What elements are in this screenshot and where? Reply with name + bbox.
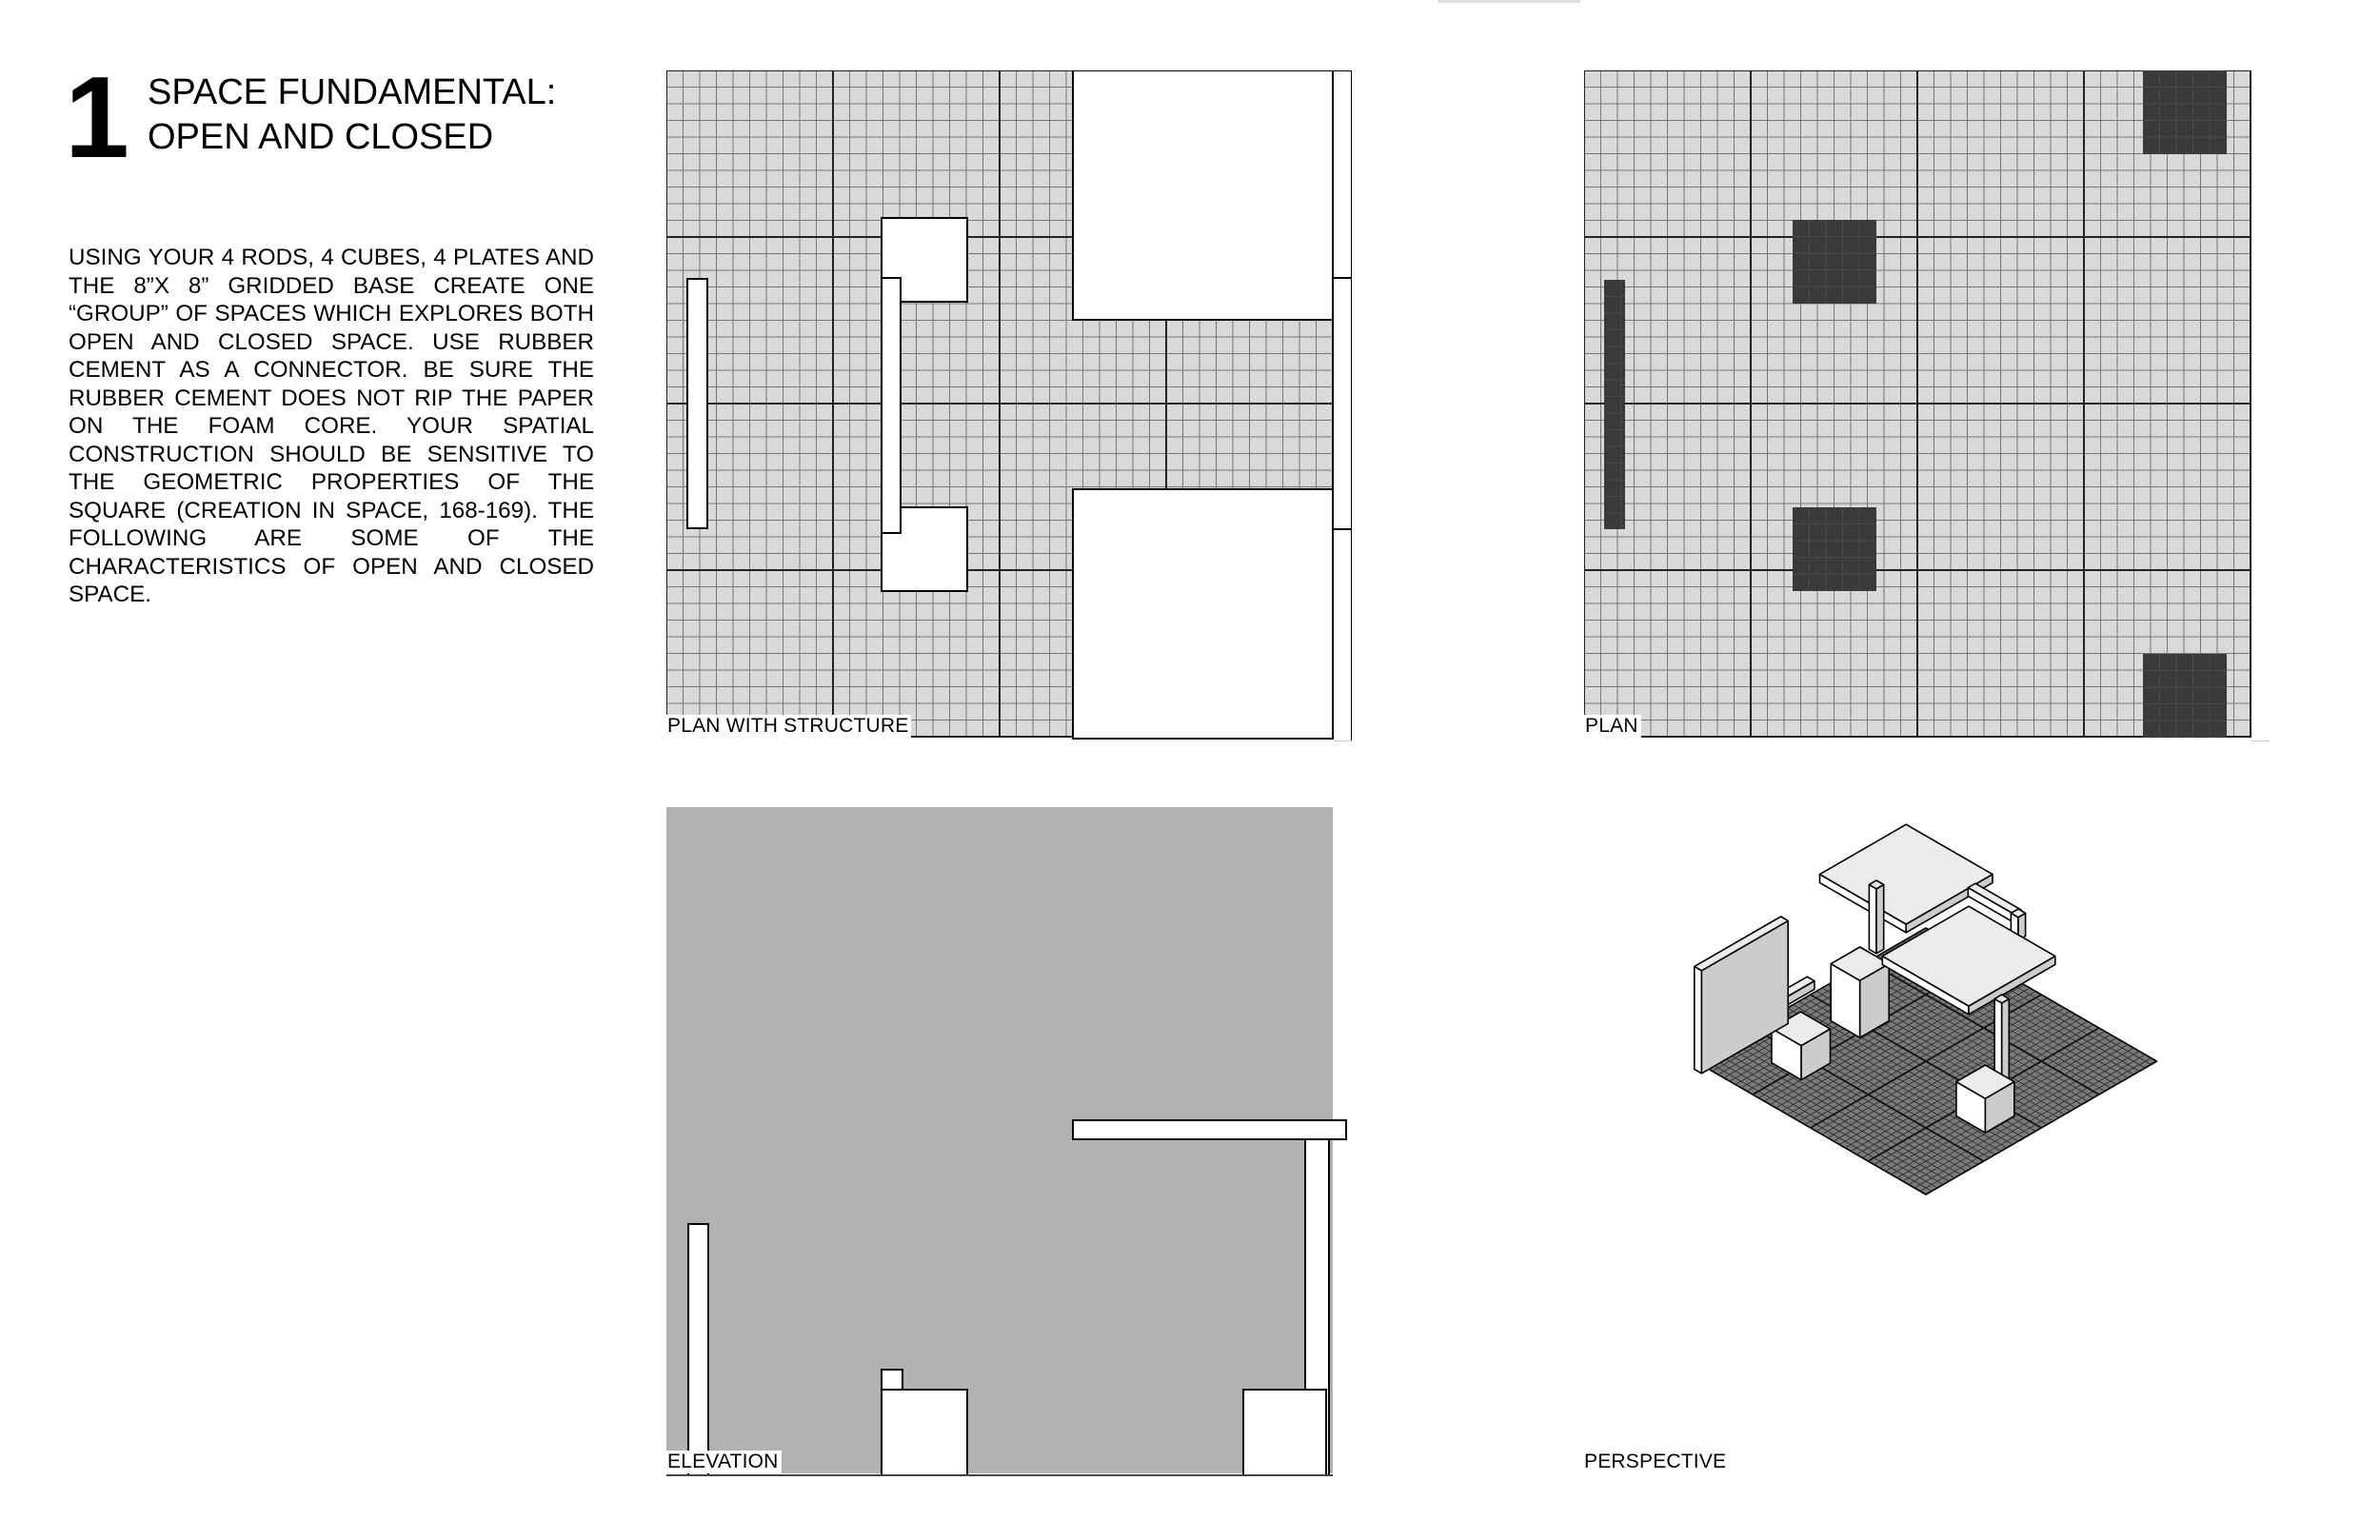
elevation-drawing — [666, 807, 1347, 1476]
plan-rod-left — [1604, 280, 1625, 529]
top-edge-line — [1438, 0, 1580, 3]
rod-outline-center — [881, 277, 902, 534]
plan-with-structure-drawing — [666, 70, 1352, 741]
iso-cube-far-left-face-top — [1830, 946, 1891, 981]
rod-outline-left — [686, 278, 708, 529]
exercise-number: 1 — [65, 52, 129, 182]
plan-structure-grid-major-lines — [666, 70, 1333, 737]
iso-plate-near-face-top — [1881, 905, 2056, 1007]
elevation-panel: ELEVATION — [666, 807, 1352, 1478]
plan-rod-left-grid — [1604, 280, 1625, 529]
plan-with-structure-label: PLAN WITH STRUCTURE — [666, 715, 912, 738]
perspective-panel: PERSPECTIVE — [1561, 795, 2342, 1490]
plan-block-upper — [1793, 220, 1876, 304]
perspective-drawing — [1694, 823, 2158, 1195]
plate-outline-top-right — [1072, 70, 1334, 321]
elevation-plate-top — [1072, 1119, 1347, 1140]
iso-connector-right-face-top — [2010, 908, 2027, 918]
iso-connector-face-right — [1875, 883, 1885, 955]
exercise-title: SPACE FUNDAMENTAL: OPEN AND CLOSED — [148, 72, 557, 157]
iso-connector-face-left — [1868, 883, 1877, 955]
iso-plate-standing-face-top — [1694, 916, 1789, 972]
iso-plate-far-face-top — [1818, 823, 1993, 925]
plan-label: PLAN — [1584, 715, 1641, 738]
iso-plate-standing-face-left — [1694, 965, 1703, 1075]
elevation-cube-right — [1242, 1389, 1327, 1476]
plan-block-top-right-grid — [2143, 70, 2227, 154]
plan-block-top-right — [2143, 70, 2227, 154]
plan-block-lower — [1793, 507, 1876, 591]
cube-outline-upper — [881, 217, 968, 303]
rod-outline-right — [1332, 277, 1352, 530]
elevation-cap-small — [881, 1369, 903, 1391]
plan-drawing — [1584, 70, 2270, 741]
iso-column-right-face-top — [1993, 994, 2011, 1004]
perspective-label: PERSPECTIVE — [1583, 1451, 1730, 1473]
plan-with-structure-panel: PLAN WITH STRUCTURE — [666, 70, 1352, 741]
elevation-cube-center — [881, 1389, 968, 1476]
iso-cube-right-face-top — [1955, 1064, 2015, 1100]
plan-grid-major-lines — [1584, 70, 2251, 737]
plate-outline-bottom-right — [1072, 488, 1334, 740]
plan-block-bottom-right — [2143, 654, 2227, 738]
plan-panel: PLAN — [1584, 70, 2270, 741]
plan-block-bottom-right-grid — [2143, 654, 2227, 738]
exercise-description: USING YOUR 4 RODS, 4 CUBES, 4 PLATES AND… — [69, 245, 594, 607]
plan-grid-frame — [1584, 70, 2251, 738]
plan-block-upper-grid — [1793, 220, 1876, 304]
elevation-rod-left — [687, 1223, 709, 1476]
elevation-label: ELEVATION — [666, 1451, 782, 1473]
plan-block-lower-grid — [1793, 507, 1876, 591]
iso-connector-face-top — [1868, 879, 1885, 890]
